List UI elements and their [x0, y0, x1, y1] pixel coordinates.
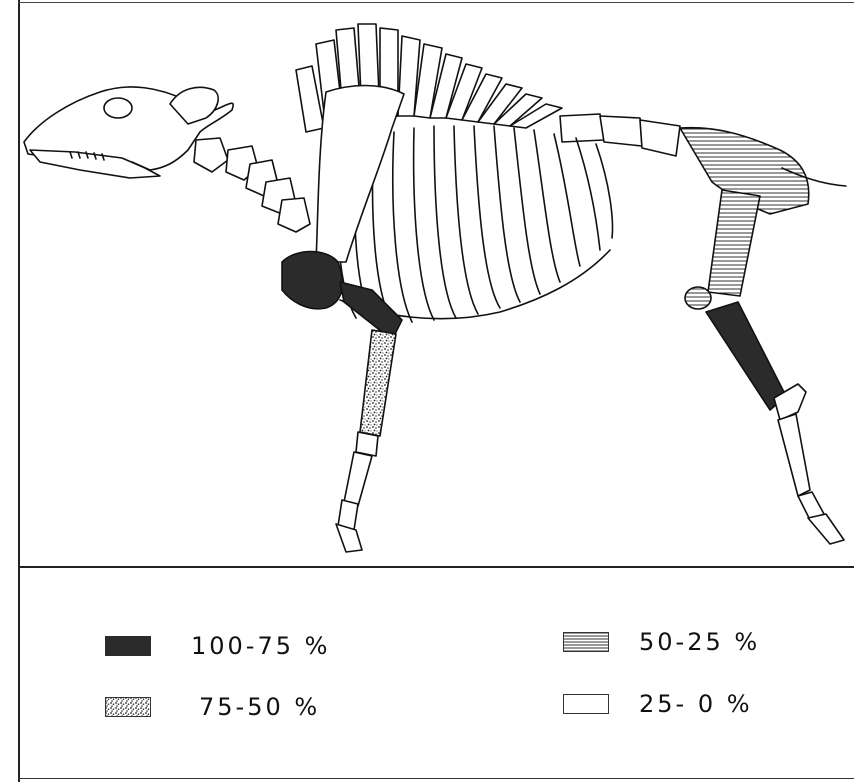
legend-divider: [18, 566, 854, 568]
fore-metacarpal: [344, 452, 372, 506]
skeleton-diagram: [0, 0, 854, 566]
humerus-head: [282, 252, 342, 309]
humerus: [340, 282, 402, 340]
femur: [708, 190, 760, 296]
lumbar-vertebra: [640, 120, 680, 156]
lumbar-vertebra: [560, 114, 604, 142]
legend-item-50-25: 50-25 %: [563, 628, 760, 656]
neck-vertebra: [278, 198, 310, 232]
hind-hoof: [808, 514, 844, 544]
rib: [454, 126, 478, 314]
fore-hoof: [336, 524, 362, 552]
scapula: [316, 86, 404, 263]
rib: [596, 144, 612, 238]
rib: [414, 128, 434, 320]
legend-label: 75-50 %: [199, 693, 320, 721]
patella: [685, 287, 711, 309]
horizontal-lines-swatch: [563, 632, 609, 652]
hind-metatarsal: [778, 414, 810, 496]
solid-black-swatch: [105, 636, 151, 656]
stipple-swatch: [105, 697, 151, 717]
neck-vertebra: [194, 138, 228, 172]
blank-swatch: [563, 694, 609, 714]
legend-label: 50-25 %: [639, 628, 760, 656]
rib: [576, 138, 600, 250]
rib: [534, 130, 560, 282]
legend-label: 100-75 %: [191, 632, 330, 660]
rib: [554, 134, 580, 266]
rib: [514, 128, 540, 294]
legend-item-25-0: 25- 0 %: [563, 690, 753, 718]
lumbar-vertebra: [600, 116, 642, 146]
bottom-border: [18, 778, 854, 779]
legend-item-75-50: 75-50 %: [105, 693, 320, 721]
tibia: [706, 302, 786, 410]
rib: [434, 126, 456, 318]
legend-item-100-75: 100-75 %: [105, 632, 330, 660]
rib: [393, 132, 412, 322]
radius: [360, 330, 396, 436]
legend-label: 25- 0 %: [639, 690, 753, 718]
